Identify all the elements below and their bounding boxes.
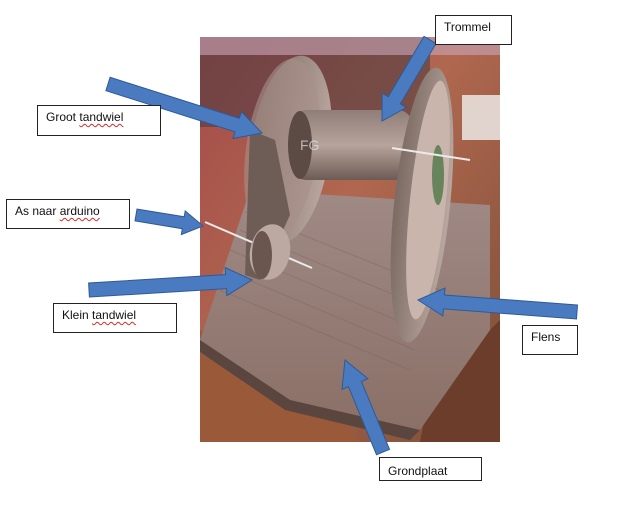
label-trommel-text: Trommel: [444, 20, 491, 34]
arrow-klein-tandwiel: [89, 268, 252, 297]
label-flens-text: Flens: [531, 330, 560, 344]
arrow-as-naar-arduino: [135, 209, 203, 235]
label-as-prefix: As naar: [15, 204, 60, 218]
label-groot-prefix: Groot: [46, 110, 79, 124]
label-klein-word: tandwiel: [92, 308, 136, 322]
label-klein-prefix: Klein: [62, 308, 92, 322]
svg-text:FG: FG: [300, 137, 319, 153]
label-groot-word: tandwiel: [79, 110, 123, 124]
label-klein-tandwiel: Klein tandwiel: [53, 303, 177, 333]
label-grondplaat: Grondplaat: [379, 457, 482, 481]
label-grondplaat-text: Grondplaat: [388, 464, 447, 478]
label-as-word: arduino: [60, 204, 100, 218]
label-trommel: Trommel: [435, 15, 512, 45]
label-groot-tandwiel: Groot tandwiel: [37, 105, 161, 136]
label-flens: Flens: [522, 325, 578, 355]
label-as-naar-arduino: As naar arduino: [6, 199, 130, 229]
